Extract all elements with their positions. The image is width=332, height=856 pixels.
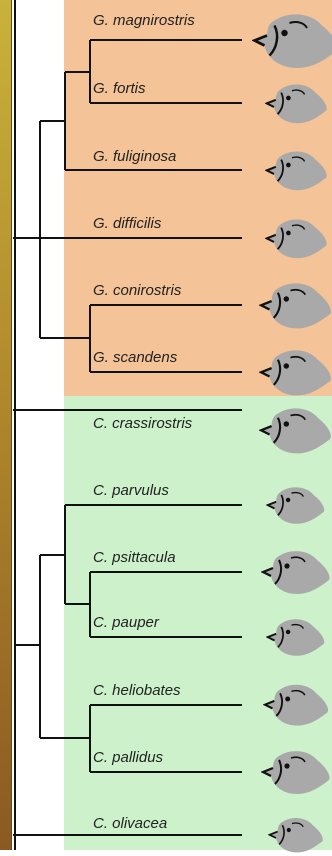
node-mag-fortis bbox=[65, 40, 90, 103]
finch-head-icon bbox=[265, 215, 328, 262]
species-label: C. olivacea bbox=[93, 815, 167, 832]
species-label: C. psittacula bbox=[93, 549, 176, 566]
finch-head-icon bbox=[259, 403, 332, 458]
node-tree-subclade bbox=[15, 555, 40, 738]
finch-head-icon bbox=[265, 80, 328, 127]
finch-head-icon bbox=[259, 345, 332, 400]
finch-head-icon bbox=[266, 483, 326, 527]
node-con-scandens bbox=[40, 305, 90, 372]
node-fuliginosa bbox=[40, 72, 65, 170]
species-label: G. difficilis bbox=[93, 215, 161, 232]
finch-head-icon bbox=[261, 546, 331, 598]
node-psitt-pauper bbox=[65, 572, 90, 637]
species-label: G. scandens bbox=[93, 349, 177, 366]
finch-head-icon bbox=[266, 615, 326, 659]
finch-head-icon bbox=[263, 680, 330, 729]
node-helio-pallidus bbox=[40, 705, 90, 772]
species-label: G. conirostris bbox=[93, 282, 181, 299]
species-label: C. pallidus bbox=[93, 749, 163, 766]
finch-head-icon bbox=[265, 147, 328, 194]
species-label: C. crassirostris bbox=[93, 415, 192, 432]
species-label: C. heliobates bbox=[93, 682, 181, 699]
species-label: C. pauper bbox=[93, 614, 159, 631]
species-label: G. fuliginosa bbox=[93, 148, 176, 165]
node-parvulus bbox=[40, 505, 65, 604]
species-label: G. fortis bbox=[93, 80, 146, 97]
species-label: C. parvulus bbox=[93, 482, 169, 499]
finch-head-icon bbox=[261, 746, 331, 798]
species-label: G. magnirostris bbox=[93, 12, 195, 29]
finch-head-icon bbox=[259, 278, 332, 333]
finch-head-large-beak-icon bbox=[252, 8, 332, 73]
